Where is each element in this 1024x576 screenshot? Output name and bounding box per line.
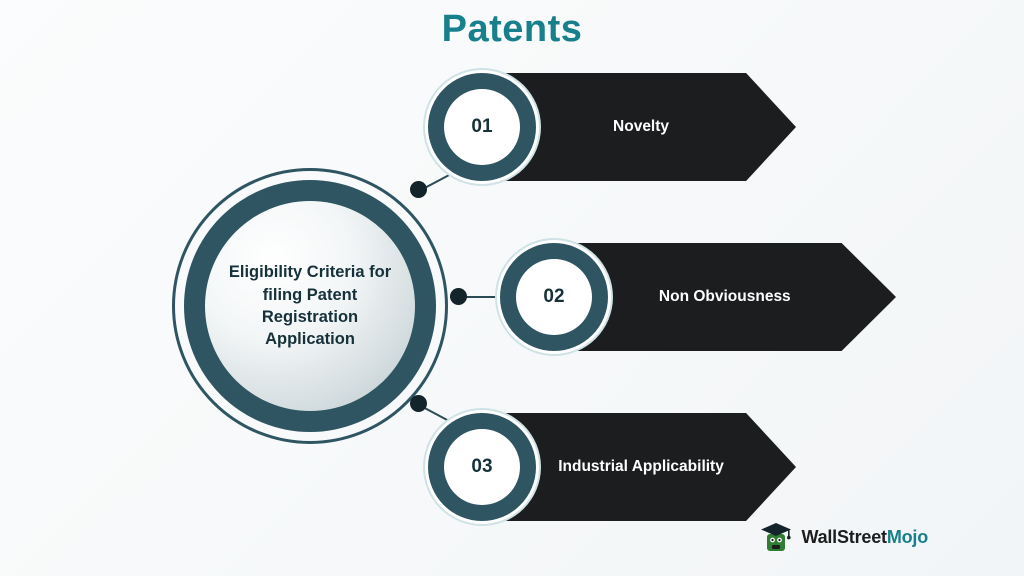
criteria-banner-2[interactable]: Non Obviousness [556, 243, 896, 351]
criteria-number-1: 01 [444, 89, 520, 165]
hub-inner-circle: Eligibility Criteria for filing Patent R… [205, 201, 415, 411]
connector-dot-1 [410, 181, 427, 198]
brand-logo-text: WallStreetMojo [801, 527, 928, 548]
brand-logo-text-primary: WallStreet [801, 526, 887, 547]
criteria-number-2: 02 [516, 259, 592, 335]
criteria-number-circle-3: 03 [428, 413, 536, 521]
criteria-label-2: Non Obviousness [658, 288, 791, 305]
brand-logo-text-accent: Mojo [886, 526, 928, 547]
criteria-row-2[interactable]: Non Obviousness 02 [500, 243, 896, 351]
criteria-banner-3[interactable]: Industrial Applicability [484, 413, 796, 521]
center-hub: Eligibility Criteria for filing Patent R… [172, 168, 448, 444]
connector-dot-3 [410, 395, 427, 412]
criteria-banner-1[interactable]: Novelty [484, 73, 796, 181]
criteria-label-3: Industrial Applicability [558, 458, 724, 475]
connector-line-2 [450, 296, 506, 298]
criteria-number-circle-1: 01 [428, 73, 536, 181]
criteria-row-1[interactable]: Novelty 01 [428, 73, 796, 181]
hub-label: Eligibility Criteria for filing Patent R… [228, 263, 392, 349]
graduation-cap-mascot-icon [759, 520, 793, 554]
page-title: Patents [441, 8, 583, 50]
criteria-label-1: Novelty [613, 118, 670, 135]
hub-outer-ring [172, 168, 448, 444]
criteria-row-3[interactable]: Industrial Applicability 03 [428, 413, 796, 521]
brand-logo[interactable]: WallStreetMojo [759, 520, 928, 554]
criteria-number-circle-2: 02 [500, 243, 608, 351]
criteria-number-3: 03 [444, 429, 520, 505]
connector-dot-2 [450, 288, 467, 305]
